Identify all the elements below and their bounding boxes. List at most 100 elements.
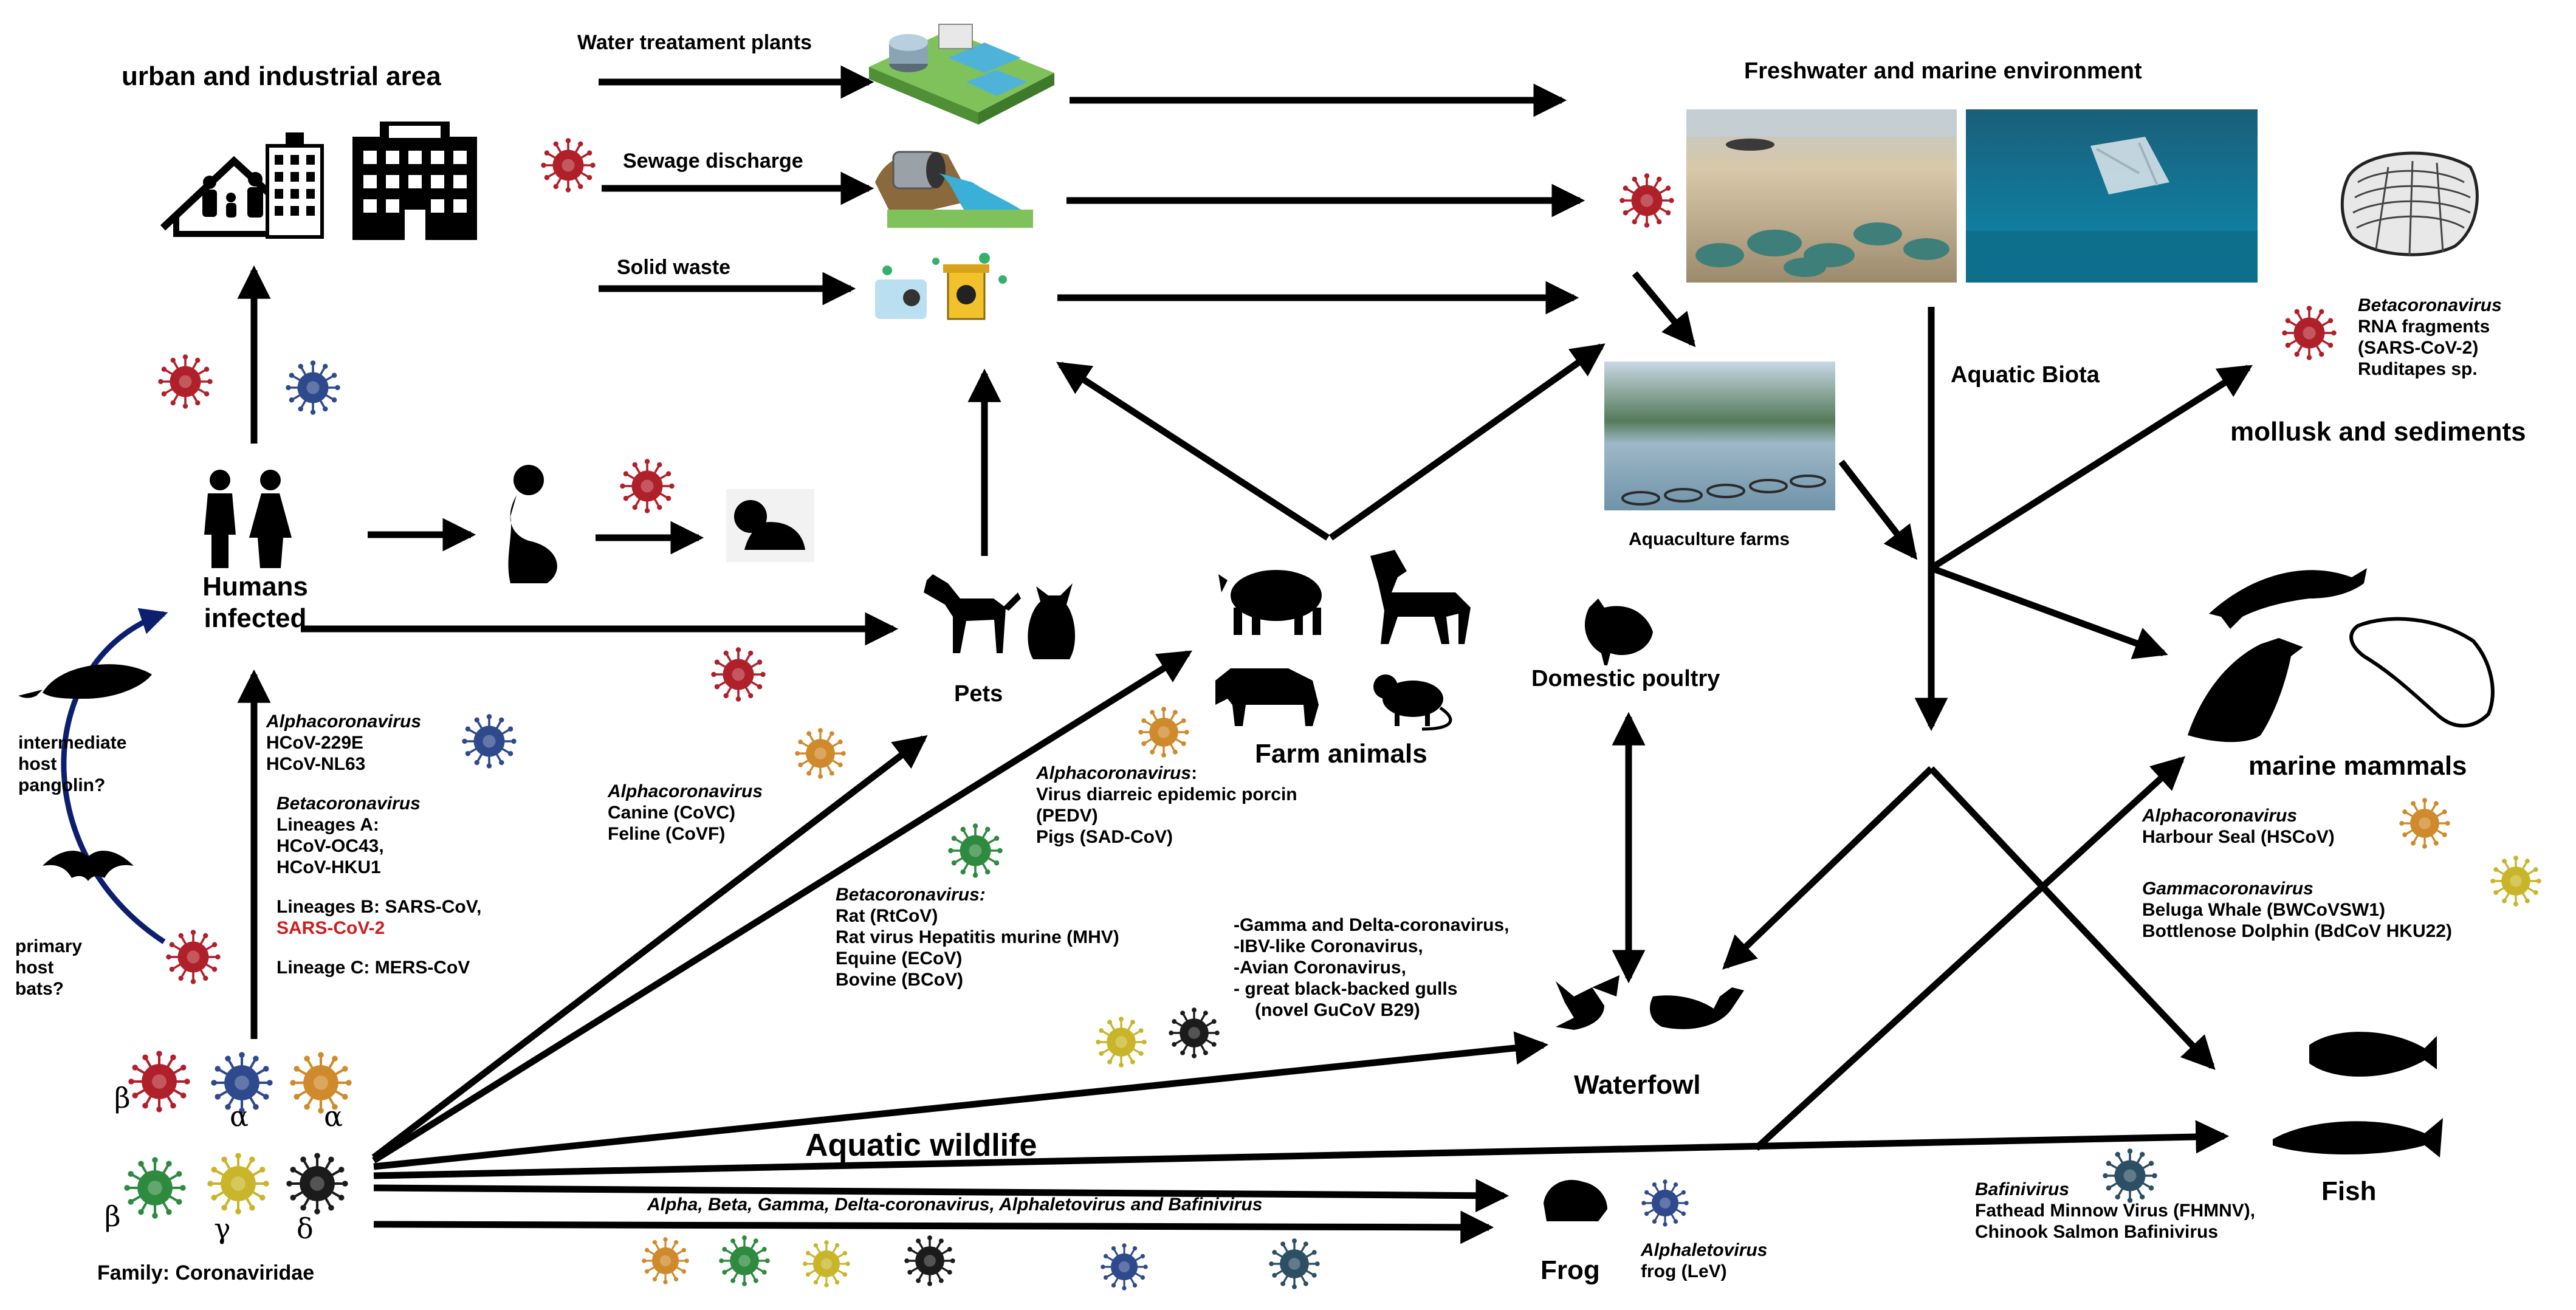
virus-icons (124, 138, 2541, 1291)
pig-icon (1218, 570, 1322, 635)
arrow-aquaculture-to-junction (1838, 459, 1918, 560)
humans-label-line-1: Humans (202, 572, 308, 602)
lineage-a-1: HCoV-OC43, (276, 836, 384, 856)
virus-icon (948, 823, 1003, 878)
fish-line-1: Fathead Minnow Virus (FHMNV), (1975, 1201, 2256, 1221)
virus-icon (642, 1237, 689, 1284)
farm-animals-label: Farm animals (1255, 739, 1427, 769)
whale-line-1: Beluga Whale (BWCoVSW1) (2142, 900, 2386, 920)
cow-icon (1215, 668, 1319, 726)
dog-icon (924, 574, 1021, 653)
solid-waste-biohazard-icon (875, 253, 1007, 320)
arrow-to-marine-mammals (1930, 564, 2168, 659)
pet-genus: Alphacoronavirus (608, 781, 763, 801)
virus-icon (2399, 798, 2450, 849)
farm-beta-genus: Betacoronavirus: (836, 885, 986, 905)
bird-line-4: - great black-backed gulls (1234, 979, 1458, 999)
virus-icon (462, 714, 517, 769)
bird-line-5: (novel GuCoV B29) (1255, 1000, 1420, 1020)
human-alpha-2: HCoV-NL63 (266, 754, 366, 774)
arrows (237, 65, 2253, 1244)
farm-alpha-genus: Alphacoronavirus (1036, 763, 1192, 783)
farm-beta-4: Bovine (BCoV) (836, 970, 963, 990)
solid-waste-label: Solid waste (617, 256, 731, 279)
water-plants-label: Water treatament plants (577, 31, 812, 54)
waterfowl-label: Waterfowl (1574, 1070, 1701, 1100)
virus-icon (1169, 1007, 1220, 1058)
family-label: Family: Coronaviridae (97, 1261, 315, 1284)
pets-label: Pets (954, 681, 1003, 707)
frog-label: Frog (1540, 1255, 1600, 1285)
greek-beta-2: β (105, 1200, 121, 1233)
tilapia-fish-icon (2309, 1032, 2437, 1077)
mollusk-line-2: (SARS-CoV-2) (2358, 338, 2479, 358)
aquatic-band-label: Alpha, Beta, Gamma, Delta-coronavirus, A… (647, 1195, 1263, 1215)
dolphin-icon (2209, 568, 2367, 629)
marine-mammals-title: marine mammals (2248, 751, 2467, 781)
arrow-family-to-aquatic-band (373, 1210, 1494, 1244)
virus-icon (2490, 856, 2541, 907)
virus-icon (286, 360, 340, 415)
aquaculture-label: Aquaculture farms (1629, 529, 1790, 549)
frog-genus: Alphaletovirus (1641, 1240, 1768, 1260)
virus-icon (795, 728, 846, 779)
farm-alpha-2: (PEDV) (1036, 806, 1098, 826)
whale-line-2: Bottlenose Dolphin (BdCoV HKU22) (2142, 921, 2452, 941)
bird-line-3: -Avian Coronavirus, (1234, 958, 1406, 978)
bat-icon (43, 851, 134, 881)
greek-alpha-2: α (324, 1100, 343, 1133)
arrow-wildlife-to-mammals (1754, 756, 2186, 1151)
virus-icon (128, 1051, 190, 1113)
fish-genus: Bafinivirus (1975, 1179, 2070, 1199)
lineage-b-sars-cov-2: SARS-CoV-2 (276, 918, 385, 938)
farm-alpha-colon: : (1191, 763, 1198, 783)
arrow-family-to-frog (373, 1179, 1510, 1213)
whale-genus: Gammacoronavirus (2142, 879, 2313, 899)
aquatic-wildlife-title: Aquatic wildlife (805, 1128, 1037, 1163)
farm-beta-2: Rat virus Hepatitis murine (MHV) (836, 927, 1119, 947)
virus-icon (2103, 1148, 2157, 1203)
virus-icon (286, 1153, 348, 1215)
bird-line-2: -IBV-like Coronavirus, (1234, 936, 1423, 956)
arrow-family-to-farm (372, 650, 1193, 1164)
virus-icon (711, 647, 766, 702)
virus-icon (904, 1235, 955, 1286)
virus-icon (719, 1235, 770, 1286)
humans-label-line-2: infected (204, 603, 307, 633)
baby-icon (726, 489, 814, 562)
clam-shell-icon (2340, 151, 2479, 256)
intermediate-line-2: host (18, 754, 57, 774)
sewage-label: Sewage discharge (623, 149, 803, 173)
trout-fish-icon (2273, 1118, 2443, 1157)
virus-icon (158, 354, 213, 409)
greek-beta-1: β (114, 1082, 131, 1114)
fish-line-2: Chinook Salmon Bafinivirus (1975, 1222, 2219, 1242)
arrow-family-to-fish (373, 1120, 2230, 1179)
chicken-icon (1584, 598, 1653, 665)
arrow-freshwater-to-aquaculture (1632, 271, 1696, 348)
aquaculture-farm-photo (1604, 362, 1835, 510)
seal-genus: Alphacoronavirus (2142, 806, 2298, 826)
sea-lion-icon (2188, 638, 2303, 742)
pangolin-icon (18, 664, 152, 699)
mollusk-line-1: RNA fragments (2358, 317, 2490, 337)
humans-infected-icon (204, 470, 292, 568)
virus-icon (166, 930, 221, 984)
arrow-host-to-humans (61, 608, 168, 944)
mollusk-line-3: Ruditapes sp. (2358, 359, 2478, 379)
waterfowl-icon (1556, 975, 1744, 1030)
virus-icon (211, 1052, 273, 1114)
farm-alpha-genus-line: Alphacoronavirus: (1036, 763, 1197, 784)
urban-title: urban and industrial area (122, 61, 441, 91)
rat-icon (1373, 674, 1452, 731)
arrow-farm-to-waste (1056, 362, 1330, 541)
mollusk-title: mollusk and sediments (2230, 417, 2526, 447)
sewage-pipe-icon (875, 151, 1033, 228)
farm-alpha-1: Virus diarreic epidemic porcin (1036, 784, 1297, 804)
intermediate-line-3: pangolin? (18, 775, 106, 795)
virus-icon (541, 138, 596, 193)
beluga-whale-icon (2349, 617, 2495, 728)
mollusk-genus: Betacoronavirus (2358, 295, 2502, 315)
humans-label: Humans infected (188, 571, 322, 634)
